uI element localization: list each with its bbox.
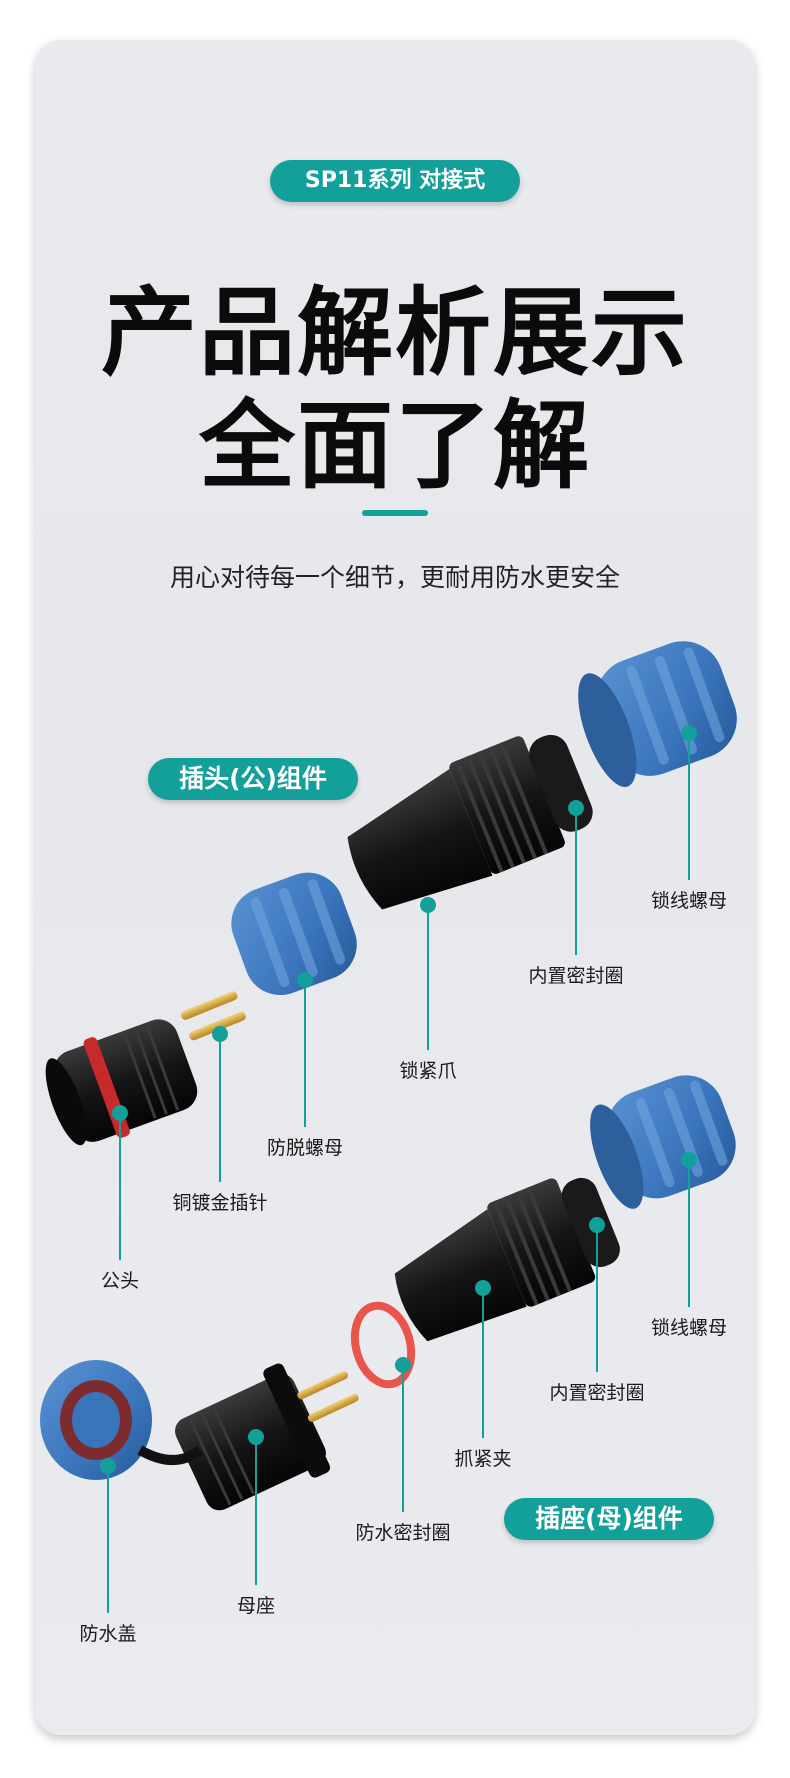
socket-grip-body-part bbox=[394, 1177, 620, 1342]
label-socket-grip-clip: 抓紧夹 bbox=[454, 1448, 512, 1470]
label-plug-male-head: 公头 bbox=[100, 1270, 140, 1292]
label-socket-inner-seal: 内置密封圈 bbox=[549, 1382, 645, 1404]
label-plug-lock-nut: 锁线螺母 bbox=[650, 890, 728, 912]
socket-section-title: 插座(母)组件 bbox=[504, 1498, 714, 1540]
page-title-line2: 全面了解 bbox=[199, 390, 591, 502]
label-plug-inner-seal: 内置密封圈 bbox=[528, 965, 624, 987]
subtitle: 用心对待每一个细节，更耐用防水更安全 bbox=[169, 563, 620, 592]
series-badge: SP11系列 对接式 bbox=[270, 160, 520, 202]
socket-body-part bbox=[175, 1363, 359, 1511]
label-plug-gold-pin: 铜镀金插针 bbox=[172, 1192, 268, 1214]
label-socket-lock-nut: 锁线螺母 bbox=[650, 1317, 728, 1339]
label-socket-female-base: 母座 bbox=[236, 1595, 276, 1617]
plug-lock-nut-part bbox=[578, 641, 737, 787]
title-divider bbox=[362, 510, 428, 516]
socket-waterproof-cap-part bbox=[40, 1360, 204, 1480]
label-socket-waterproof-cap: 防水盖 bbox=[79, 1623, 137, 1645]
socket-lock-nut-part bbox=[590, 1075, 736, 1209]
plug-clamp-body-part bbox=[347, 734, 593, 910]
socket-o-ring-part bbox=[350, 1301, 416, 1389]
label-plug-clamp-claw: 锁紧爪 bbox=[399, 1060, 457, 1082]
plug-section-title: 插头(公)组件 bbox=[148, 758, 358, 800]
plug-anti-loose-nut-part bbox=[231, 872, 357, 996]
label-plug-anti-loose-nut: 防脱螺母 bbox=[266, 1137, 344, 1159]
label-socket-waterproof-ring: 防水密封圈 bbox=[355, 1522, 451, 1544]
plug-gold-pins-part bbox=[180, 991, 246, 1041]
page-title-line1: 产品解析展示 bbox=[101, 277, 689, 389]
